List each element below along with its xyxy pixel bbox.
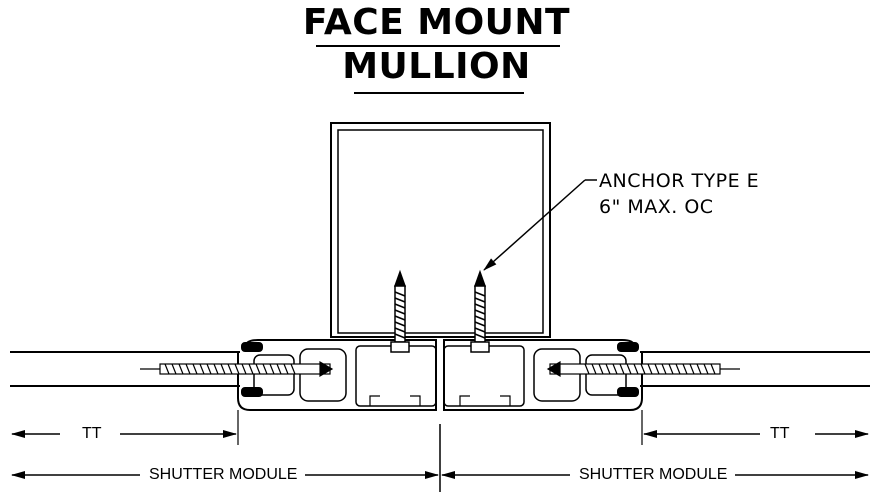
callout-text-line-2: 6" MAX. OC — [599, 196, 714, 218]
title-line-1: FACE MOUNT — [302, 2, 571, 43]
title-underline-1 — [316, 45, 560, 47]
module-label-left: SHUTTER MODULE — [145, 466, 302, 484]
mullion-tube — [330, 122, 551, 338]
header-extrusion-right — [443, 339, 643, 411]
shutter-panel-right — [640, 351, 870, 387]
panel-screw-left — [140, 360, 334, 378]
anchor-screw-left — [390, 269, 410, 353]
callout-text-line-1: ANCHOR TYPE E — [599, 170, 760, 192]
tt-label-right: TT — [766, 425, 794, 443]
module-label-right: SHUTTER MODULE — [575, 466, 732, 484]
callout-leader — [483, 179, 597, 271]
panel-screw-right — [546, 360, 740, 378]
anchor-screw-right — [470, 269, 490, 353]
title-line-2: MULLION — [342, 46, 531, 87]
title-underline-2 — [354, 92, 524, 94]
shutter-panel-left — [10, 351, 240, 387]
header-extrusion-left — [237, 339, 437, 411]
tt-label-left: TT — [78, 425, 106, 443]
